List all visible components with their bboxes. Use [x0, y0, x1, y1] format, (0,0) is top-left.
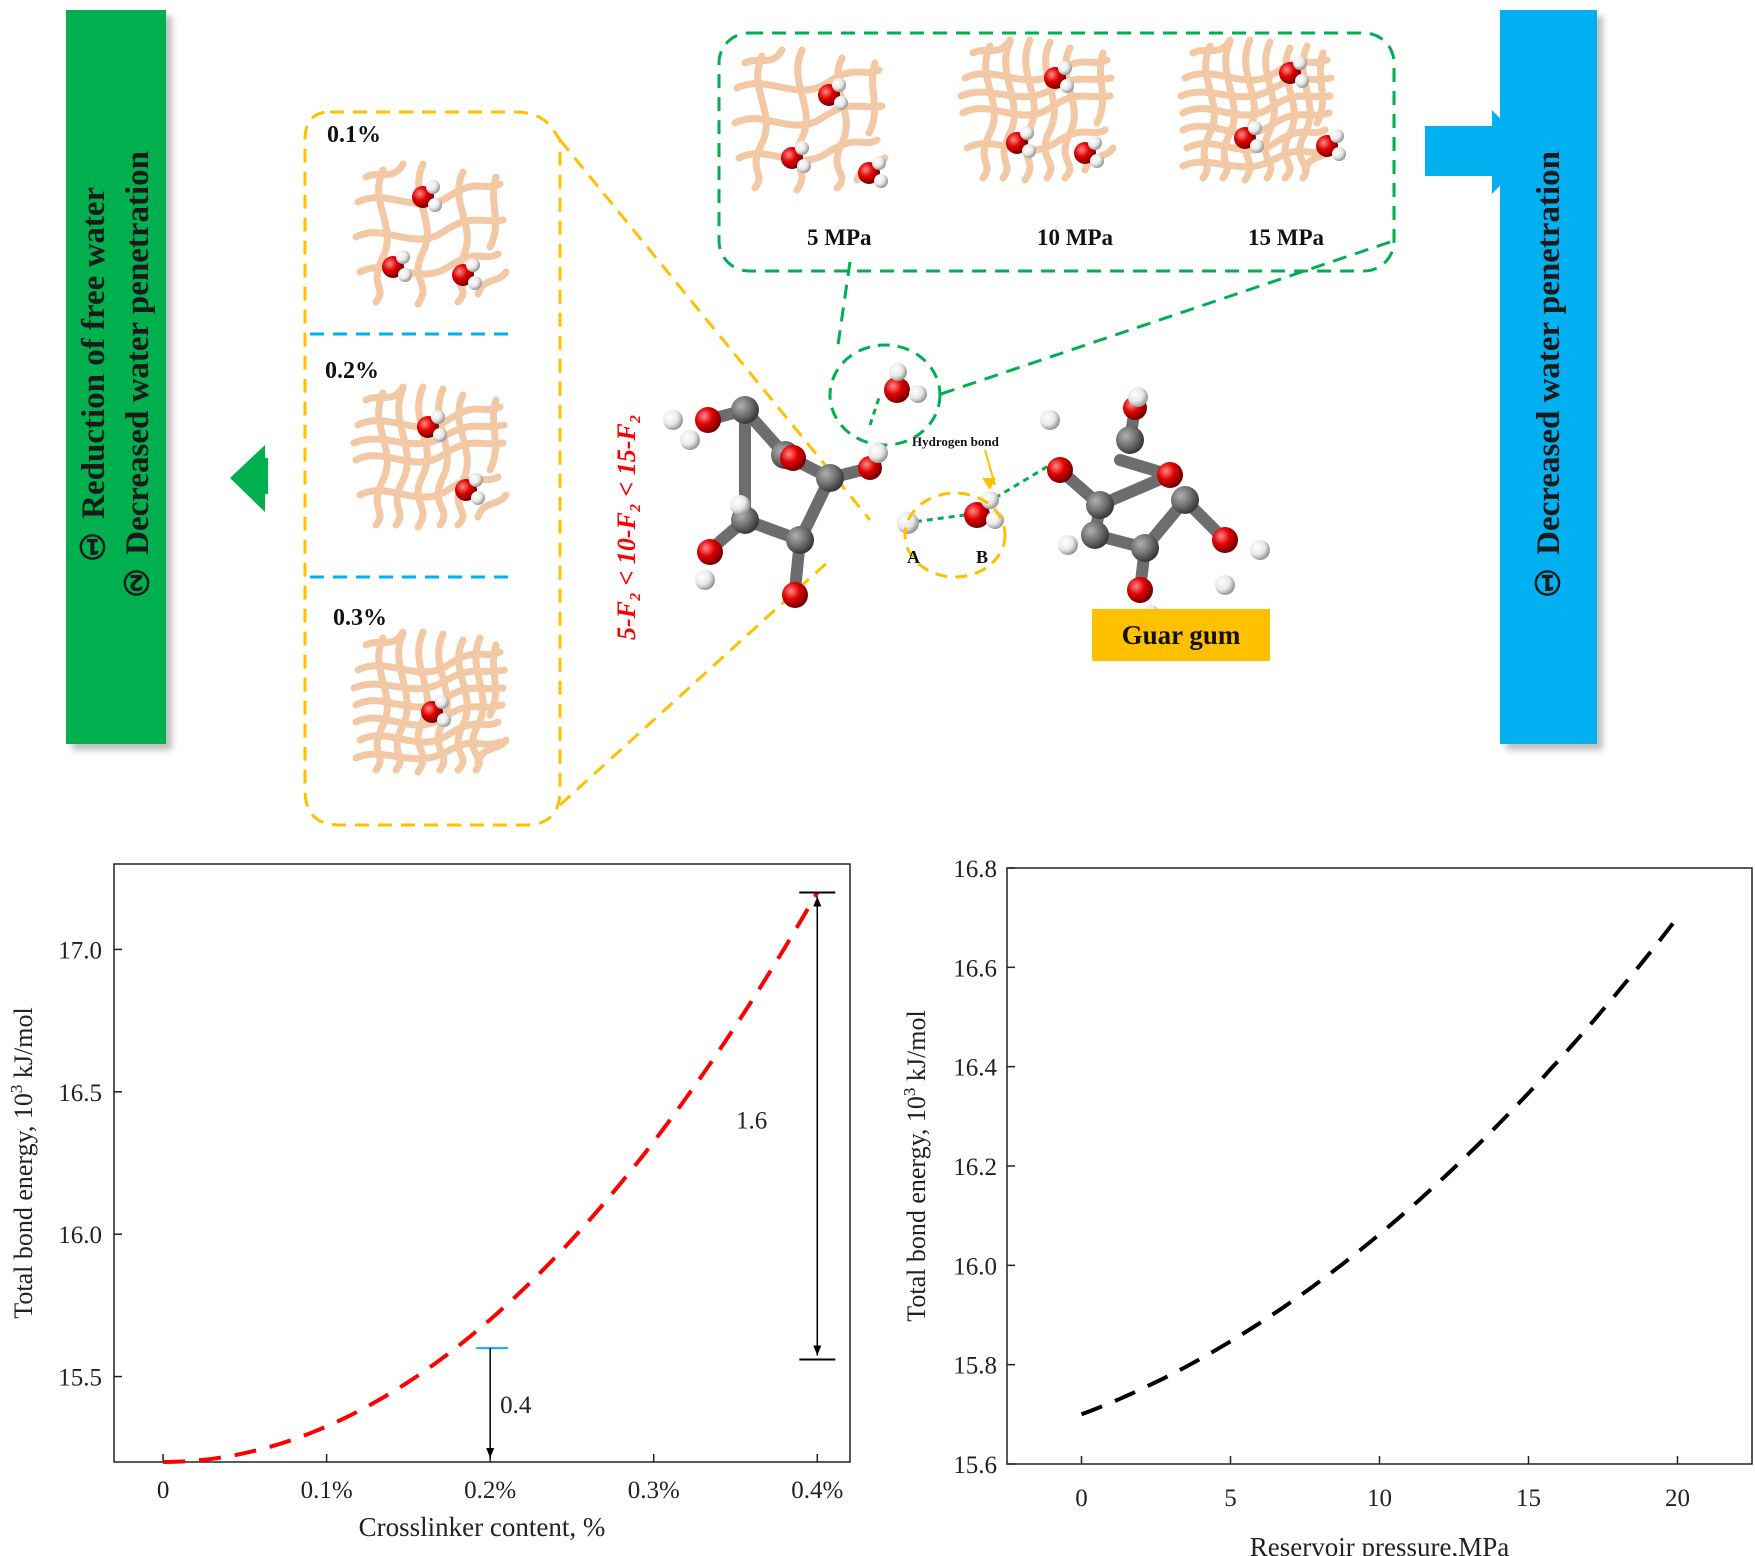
chart1-ytick-label: 15.5 — [58, 1365, 102, 1392]
chart1-arrow-head — [813, 896, 822, 907]
right-banner: ① Decreased water penetration — [1500, 10, 1597, 744]
chart2-xtick-label: 0 — [1075, 1485, 1088, 1512]
chart2-ytick-label: 16.2 — [953, 1154, 997, 1181]
chart1-xtick-label: 0 — [157, 1477, 170, 1504]
hydrogen-bond-label: Hydrogen bond — [912, 434, 999, 449]
right-arrow-icon — [1425, 110, 1532, 194]
chart1-annotation-arrow-head — [486, 1448, 495, 1458]
chart2-ytick-label: 16.6 — [953, 955, 997, 982]
network-10mpa — [961, 40, 1113, 180]
label-10mpa: 10 MPa — [1037, 225, 1114, 250]
chart2-xtick-label: 10 — [1367, 1485, 1392, 1512]
network-0.2 — [354, 387, 506, 527]
network-0.3 — [354, 632, 506, 772]
chart1-series-line — [163, 891, 820, 1464]
network-0.1 — [356, 164, 506, 304]
chart1-xtick-label: 0.1% — [301, 1477, 353, 1504]
site-a-label: A — [907, 547, 920, 567]
guar-gum-molecule — [663, 363, 1270, 625]
label-0.3: 0.3% — [333, 605, 387, 631]
chart2-frame — [1006, 867, 1753, 1465]
chart2-ytick-label: 15.6 — [953, 1452, 997, 1479]
chart2-series-line — [1080, 916, 1680, 1417]
chart1-ytick-label: 17.0 — [58, 937, 102, 964]
chart2-ytick-label: 16.0 — [953, 1253, 997, 1280]
label-15mpa: 15 MPa — [1248, 225, 1325, 250]
chart1-xlabel: Crosslinker content, % — [359, 1512, 606, 1542]
chart1-annotation-label-0: 0.4 — [500, 1392, 532, 1419]
chart2-ytick-label: 15.8 — [953, 1353, 997, 1380]
site-b-label: B — [976, 547, 989, 567]
chart1-annotation-label-1: 1.6 — [736, 1107, 767, 1134]
chart1-ytick-label: 16.0 — [58, 1222, 102, 1249]
label-0.1: 0.1% — [327, 122, 381, 148]
chart1-ylabel: Total bond energy, 103 kJ/mol — [7, 1007, 38, 1318]
chart2-xtick-label: 15 — [1516, 1485, 1541, 1512]
guar-gum-label: Guar gum — [1092, 609, 1270, 661]
network-15mpa — [1181, 40, 1346, 180]
label-5mpa: 5 MPa — [807, 225, 872, 250]
pressure-panel — [717, 31, 1396, 447]
network-5mpa — [735, 50, 888, 190]
water-highlight-circle — [828, 343, 942, 447]
chart1-frame — [113, 863, 851, 1463]
mechanism-diagram — [230, 31, 1532, 827]
chart1-xtick-label: 0.4% — [791, 1477, 843, 1504]
chart2-xtick-label: 20 — [1665, 1485, 1690, 1512]
charts-area: 0 0.1% 0.2% 0.3% 0.4% 15.5 16.0 16.5 17.0Crossli… — [7, 856, 1753, 1556]
chart2-xlabel: Reservoir pressure,MPa — [1250, 1532, 1509, 1556]
chart2-ylabel: Total bond energy, 103 kJ/mol — [900, 1010, 931, 1321]
hydrogen-bond-circle — [903, 491, 1007, 579]
chart1-arrow-head — [813, 1345, 822, 1356]
chart1-xtick-label: 0.3% — [628, 1477, 680, 1504]
chart2-ytick-label: 16.8 — [953, 856, 997, 883]
chart1-ytick-label: 16.5 — [58, 1080, 102, 1107]
label-0.2: 0.2% — [325, 358, 379, 384]
inequality-text: 5-F₂ < 10-F₂ < 15-F₂ — [612, 414, 641, 640]
left-banner: ① Reduction of free water ② Decreased wa… — [66, 10, 166, 744]
chart1-xtick-label: 0.2% — [464, 1477, 516, 1504]
chart2-xtick-label: 5 — [1224, 1485, 1237, 1512]
chart2-ytick-label: 16.4 — [953, 1055, 997, 1082]
